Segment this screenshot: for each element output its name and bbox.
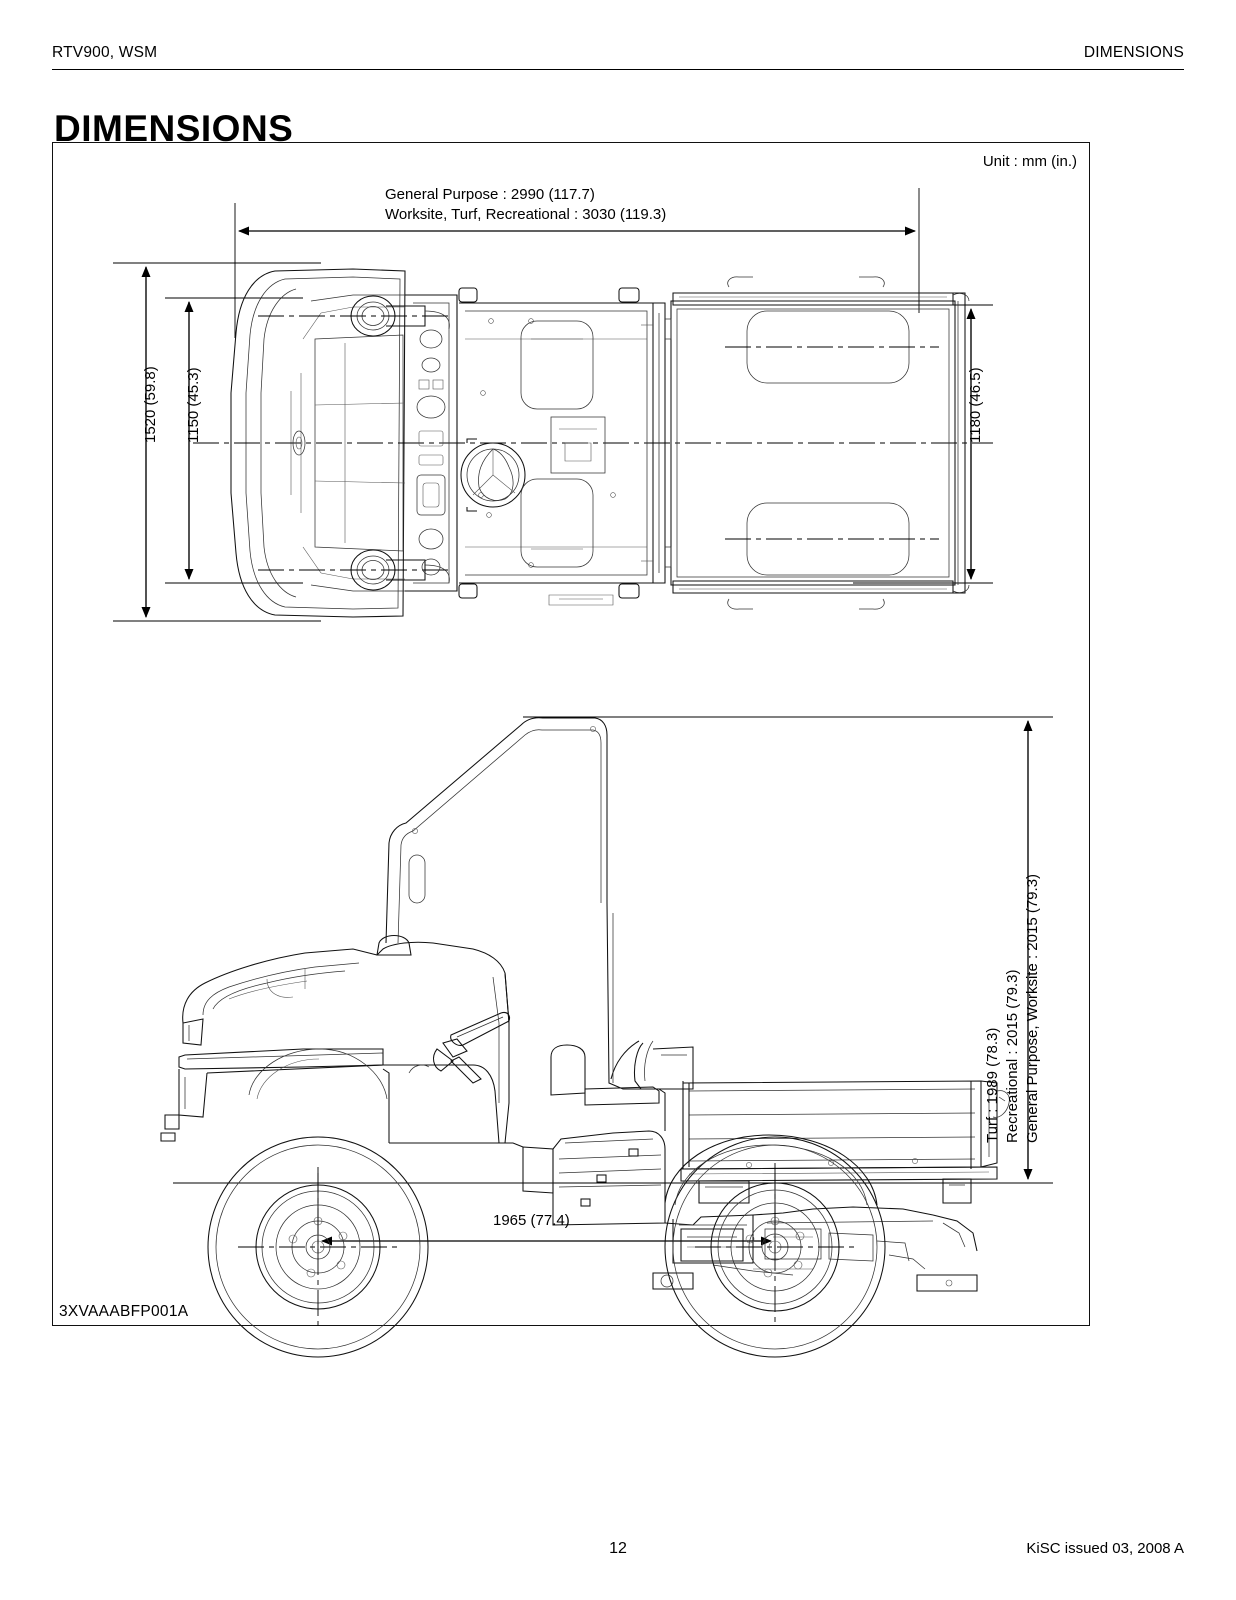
overall-length-general: General Purpose : 2990 (117.7) bbox=[385, 186, 595, 203]
top-view-geometry bbox=[113, 188, 993, 622]
dimensions-figure: Unit : mm (in.) .ln { fill:none; stroke:… bbox=[52, 142, 1090, 1358]
issue-text: KiSC issued 03, 2008 A bbox=[1026, 1540, 1184, 1557]
overall-length-label: General Purpose : 2990 (117.7) Worksite,… bbox=[385, 185, 666, 225]
side-view-steering-wheel bbox=[408, 1011, 511, 1084]
page-number: 12 bbox=[609, 1540, 627, 1557]
wheelbase-label: 1965 (77.4) bbox=[493, 1212, 570, 1229]
header-model-text: RTV900, WSM bbox=[52, 44, 158, 61]
unit-note: Unit : mm (in.) bbox=[982, 153, 1077, 170]
side-view-front-wheel bbox=[207, 1136, 429, 1358]
height-recreational: Recreational : 2015 (79.3) bbox=[1003, 969, 1021, 1143]
cab-width-label: 1150 (45.3) bbox=[185, 367, 202, 443]
side-view-seat bbox=[550, 1040, 660, 1106]
figure-code: 3XVAAABFP001A bbox=[59, 1303, 189, 1320]
overall-length-worksite: Worksite, Turf, Recreational : 3030 (119… bbox=[385, 205, 667, 223]
side-view-cargo-bed bbox=[680, 1080, 1010, 1204]
page-title: DIMENSIONS bbox=[54, 107, 294, 149]
overall-height-label: Turf : 1989 (78.3) Recreational : 2015 (… bbox=[983, 874, 1042, 1143]
side-view-geometry bbox=[160, 716, 1053, 1358]
header-section-text: DIMENSIONS bbox=[1083, 44, 1184, 61]
page-header: RTV900, WSM DIMENSIONS bbox=[52, 44, 1184, 74]
top-view-steering-wheel bbox=[460, 438, 526, 512]
height-turf: Turf : 1989 (78.3) bbox=[984, 1027, 1001, 1143]
header-rule bbox=[52, 69, 1184, 70]
page-footer: 12 KiSC issued 03, 2008 A bbox=[52, 1540, 1184, 1564]
top-view-drawing: .ln { fill:none; stroke:#111; stroke-wid… bbox=[113, 188, 1053, 1358]
height-general-worksite: General Purpose, Worksite : 2015 (79.3) bbox=[1023, 873, 1041, 1143]
side-view-rear-wheel bbox=[664, 1136, 886, 1358]
overall-width-label: 1520 (59.8) bbox=[142, 366, 159, 443]
bed-width-label: 1180 (46.5) bbox=[967, 367, 984, 443]
